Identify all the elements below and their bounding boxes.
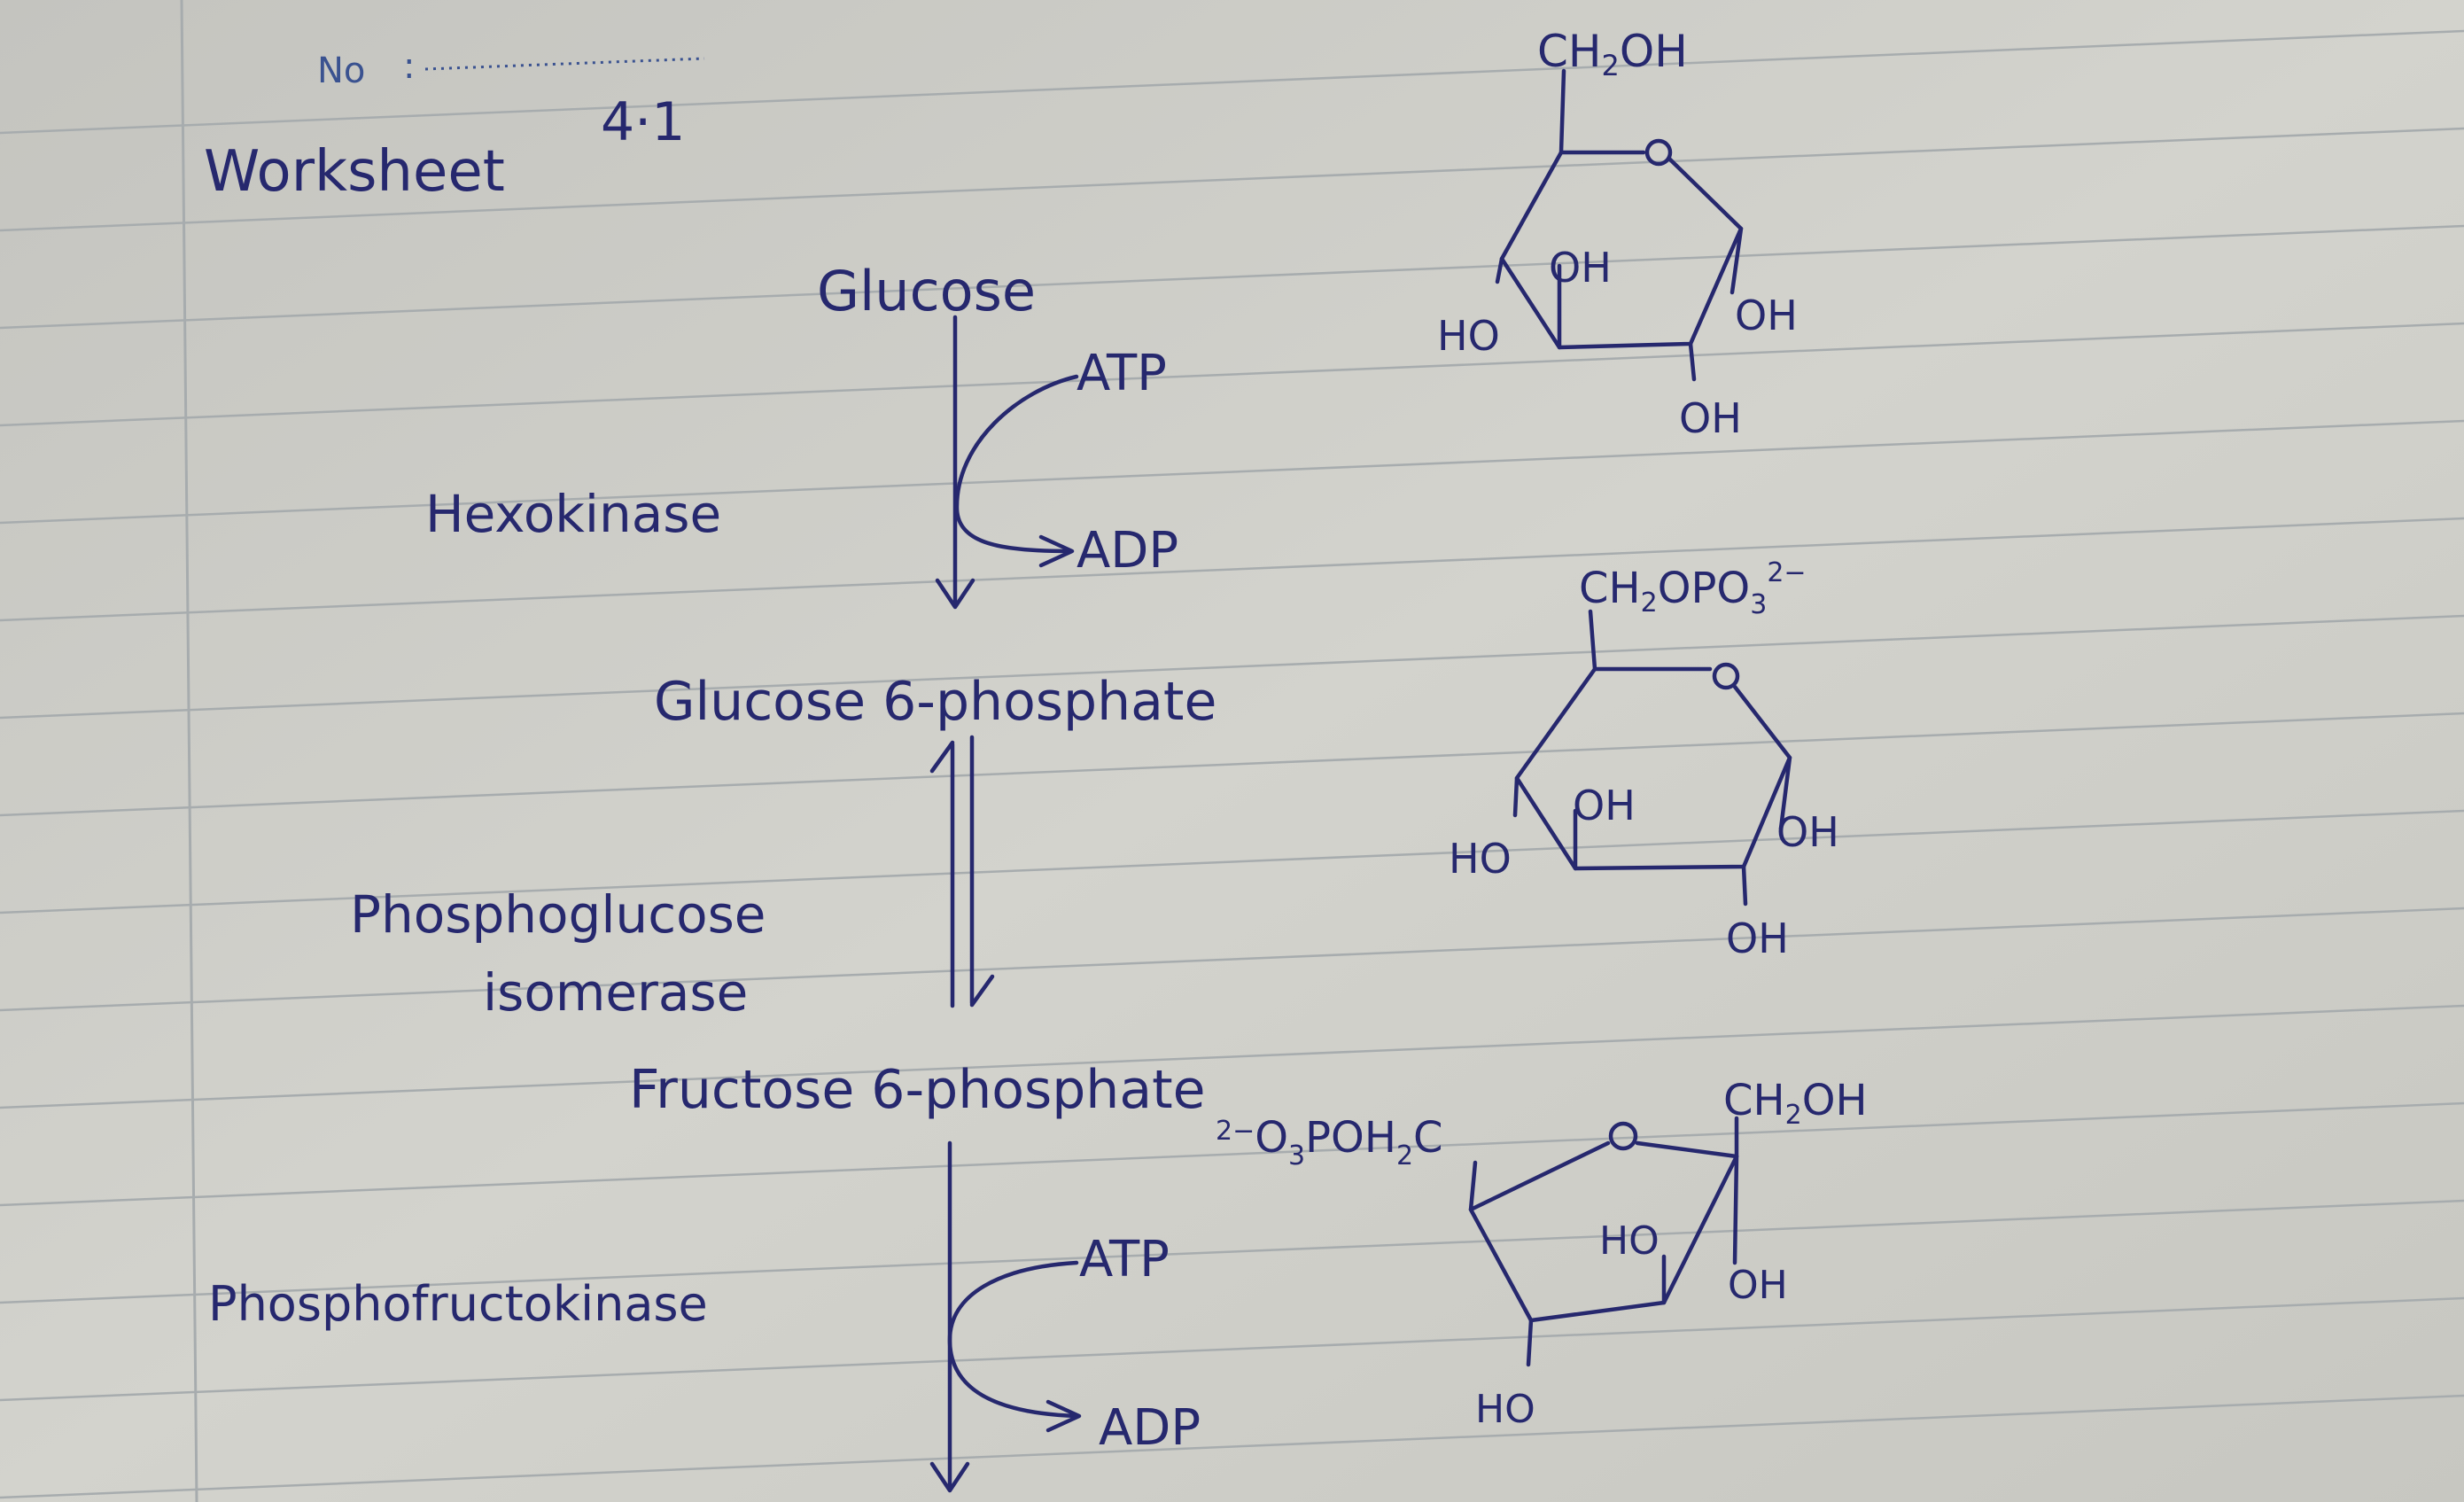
- no-dotted-line: [424, 57, 705, 71]
- glucose-ring-bonds: [1499, 150, 1744, 350]
- arrow-head: [929, 1461, 970, 1493]
- g6p-bottom-oh: OH: [1726, 914, 1789, 962]
- rule-line: [0, 517, 2464, 622]
- glucose-ho: HO: [1437, 312, 1500, 360]
- g6p-ring-oxygen: [1712, 662, 1740, 690]
- rule-line: [0, 712, 2464, 817]
- cofactor-curve: [947, 1260, 1079, 1419]
- g6p-left-bond: [1512, 775, 1520, 818]
- glucose-left-bond: [1495, 256, 1504, 284]
- margin-line: [180, 0, 198, 1502]
- glucose-right-oh: OH: [1735, 292, 1798, 339]
- g6p-bottom-bond: [1741, 864, 1748, 907]
- no-label: No: [317, 51, 365, 91]
- isomerase-equilibrium-arrows: [929, 735, 995, 1008]
- worksheet-title: Worksheet: [204, 139, 505, 205]
- rule-line: [0, 1004, 2464, 1109]
- rule-line: [0, 1394, 2464, 1499]
- g6p-right-oh: OH: [1776, 808, 1839, 856]
- arrow-head: [935, 578, 975, 610]
- isomerase-label: isomerase: [483, 962, 748, 1023]
- f6p-phosphate-group: 2−O3POH2C: [1216, 1113, 1443, 1171]
- glucose-right-bond: [1729, 226, 1744, 295]
- atp-label-1: ATP: [1077, 345, 1167, 402]
- glucose-ring-oxygen: [1644, 138, 1673, 167]
- g6p-ring-o-text: O: [0, 0, 1, 1]
- rule-line: [0, 907, 2464, 1012]
- glucose-structure: CH2OH O HO OH OH OH: [0, 0, 1798, 442]
- rule-line: [0, 1101, 2464, 1207]
- down-arrow-half-head: [969, 974, 995, 1008]
- glucose-ring-o-text: O: [0, 0, 1, 1]
- f6p-c2-bottom-bond: [1732, 1154, 1739, 1265]
- f6p-inner-ho: HO: [1599, 1218, 1660, 1264]
- rule-line: [0, 1296, 2464, 1402]
- phosphofructokinase-label: Phosphofructokinase: [208, 1276, 708, 1332]
- g6p-ho: HO: [1449, 835, 1512, 883]
- cofactor-arrowhead: [1045, 1399, 1082, 1433]
- up-arrow-half-head: [929, 740, 955, 774]
- adp-label-1: ADP: [1077, 522, 1178, 580]
- rule-line: [0, 1199, 2464, 1304]
- fructose-6-phosphate-structure: 2−O3POH2C CH2OH O HO OH HO: [0, 0, 1868, 1432]
- f6p-right-oh: OH: [1728, 1263, 1788, 1308]
- fructose-6-phosphate-label: Fructose 6-phosphate: [629, 1059, 1206, 1121]
- f6p-ring-bonds: [1468, 1140, 1739, 1323]
- glucose-bottom-oh: OH: [1679, 394, 1742, 442]
- f6p-ring-oxygen: [1608, 1121, 1638, 1151]
- rule-line: [0, 224, 2464, 330]
- g6p-inner-oh: OH: [1573, 782, 1636, 829]
- f6p-ch2oh: CH2OH: [1723, 1076, 1868, 1131]
- glucose-bottom-bond: [1688, 341, 1697, 382]
- cofactor-curve: [954, 374, 1079, 554]
- adp-label-3: ADP: [1099, 1399, 1201, 1457]
- g6p-right-bond: [1778, 755, 1792, 831]
- rule-line: [0, 127, 2464, 232]
- no-colon: :: [403, 46, 415, 87]
- phosphoglucose-label: Phosphoglucose: [350, 884, 766, 945]
- glucose-inner-oh: OH: [1549, 244, 1612, 292]
- phosphofructokinase-reaction-arrow: [929, 1140, 1082, 1493]
- ruled-lines: [0, 29, 2464, 1499]
- f6p-bottom-ho: HO: [1475, 1387, 1535, 1432]
- cofactor-arrowhead: [1038, 534, 1075, 568]
- f6p-c4-bond: [1526, 1318, 1534, 1367]
- glucose-ch2oh: CH2OH: [1537, 26, 1688, 82]
- rule-line: [0, 29, 2464, 135]
- rule-line: [0, 419, 2464, 525]
- rule-line: [0, 809, 2464, 914]
- atp-label-3: ATP: [1079, 1231, 1170, 1288]
- rule-line: [0, 614, 2464, 720]
- worksheet-number: 4·1: [601, 91, 685, 153]
- f6p-ring-o-text: O: [0, 0, 1, 1]
- g6p-ch2opo3: CH2OPO32−: [1579, 557, 1807, 620]
- glucose-6-phosphate-label: Glucose 6-phosphate: [654, 671, 1216, 733]
- glucose-label: Glucose: [817, 259, 1036, 323]
- hexokinase-reaction-arrow: [935, 315, 1079, 610]
- hexokinase-label: Hexokinase: [425, 484, 721, 544]
- rule-line: [0, 322, 2464, 427]
- g6p-ring-bonds: [1514, 666, 1792, 871]
- f6p-c6-bond: [1468, 1160, 1478, 1212]
- glucose-6-phosphate-structure: CH2OPO32− O HO OH OH OH: [0, 0, 1839, 962]
